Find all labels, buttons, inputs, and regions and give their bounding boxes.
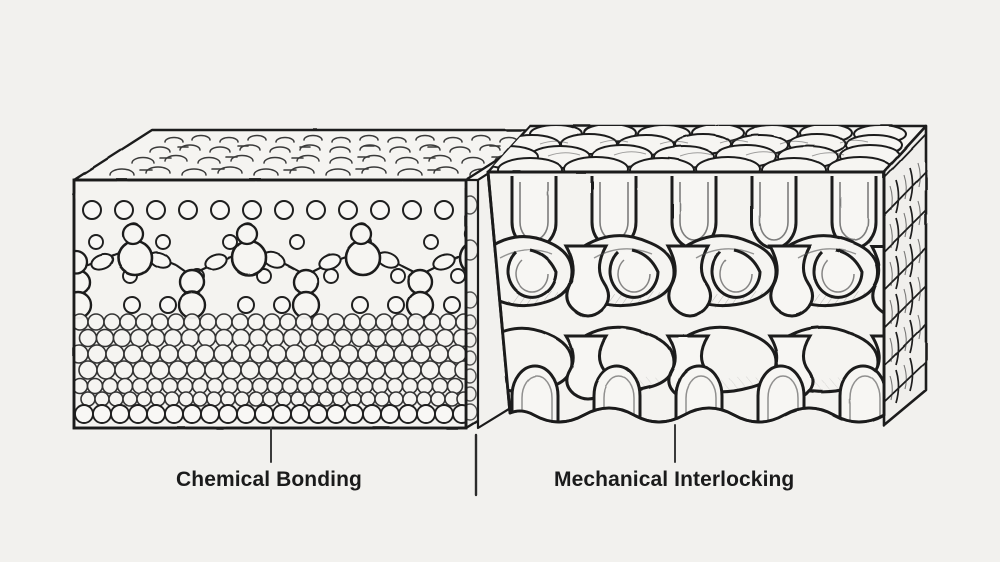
base-circle-row <box>74 404 466 424</box>
left-top-scallop-texture <box>109 134 531 176</box>
middle-socket-row <box>506 248 864 299</box>
left-block-front-face <box>72 178 468 430</box>
upper-void-row <box>82 200 454 220</box>
substrate-lattice <box>74 313 466 407</box>
top-socket-row <box>510 176 878 250</box>
lower-dot-row <box>123 296 461 314</box>
left-block-top-face <box>72 128 546 182</box>
label-mechanical-interlocking: Mechanical Interlocking <box>554 468 795 491</box>
mechanical-interlocking-block <box>486 124 928 427</box>
chemical-bonding-block <box>72 128 546 430</box>
right-block-top-face <box>486 124 928 174</box>
right-top-cobblestone-texture <box>488 126 907 172</box>
leader-lines <box>270 424 676 463</box>
right-side-brick-texture <box>884 133 926 404</box>
right-block-side-face <box>882 124 928 427</box>
molecular-chain <box>74 222 466 320</box>
right-block-front-face <box>486 170 886 424</box>
label-chemical-bonding: Chemical Bonding <box>176 468 362 491</box>
